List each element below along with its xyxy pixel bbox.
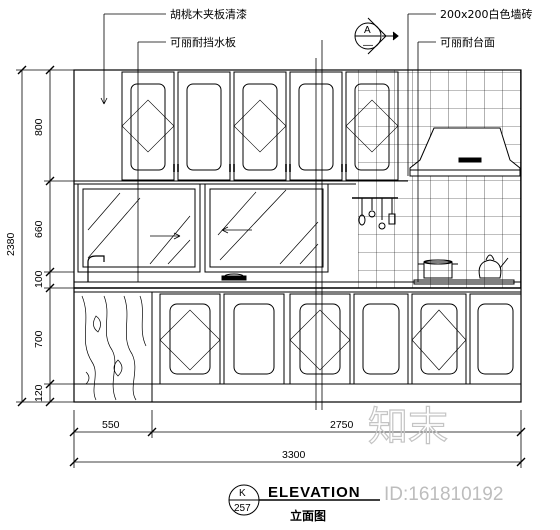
dim-upper-cabinet: 800	[33, 118, 45, 136]
reference-lines	[315, 40, 323, 410]
section-marker-sheet: —	[363, 40, 373, 51]
section-marker-letter: A	[364, 25, 371, 36]
cabinet-outline	[73, 69, 522, 403]
countertop	[74, 281, 521, 293]
title-index-sheet: 257	[234, 503, 251, 514]
cooktop	[221, 254, 515, 285]
base-cabinets	[74, 292, 522, 402]
section-marker	[354, 17, 399, 55]
dim-glass-cabinet: 660	[33, 220, 45, 238]
label-countertop: 可丽耐台面	[440, 35, 495, 49]
dim-splash: 100	[33, 270, 45, 288]
title-block	[228, 484, 380, 516]
wall-tile-area	[358, 70, 521, 288]
label-wall-tile: 200x200白色墙砖	[440, 7, 533, 21]
upper-cabinets	[74, 71, 408, 185]
dim-plinth: 120	[33, 384, 45, 402]
dim-overall-height: 2380	[5, 232, 17, 256]
drawing-title: ELEVATION	[268, 484, 361, 501]
label-walnut-veneer: 胡桃木夹板清漆	[170, 7, 247, 21]
utensil-rail	[352, 197, 398, 230]
watermark-id: ID:161810192	[384, 484, 503, 505]
dim-right-width: 2750	[330, 419, 354, 431]
range-hood	[409, 127, 521, 177]
horizontal-dimensions	[69, 410, 526, 468]
drawing-subtitle: 立面图	[290, 508, 326, 523]
label-leaders	[100, 13, 436, 282]
glass-cabinets	[77, 183, 329, 273]
faucet	[87, 255, 105, 282]
watermark-brand: 知末	[368, 404, 448, 450]
vertical-dimensions	[16, 65, 74, 407]
label-splashback: 可丽耐挡水板	[170, 35, 236, 49]
dim-base-cabinet: 700	[33, 330, 45, 348]
dim-left-width: 550	[102, 419, 120, 431]
title-index-letter: K	[239, 488, 246, 499]
wood-grain-panel	[81, 295, 147, 401]
dim-total-width: 3300	[282, 449, 306, 461]
elevation-body	[73, 40, 522, 410]
